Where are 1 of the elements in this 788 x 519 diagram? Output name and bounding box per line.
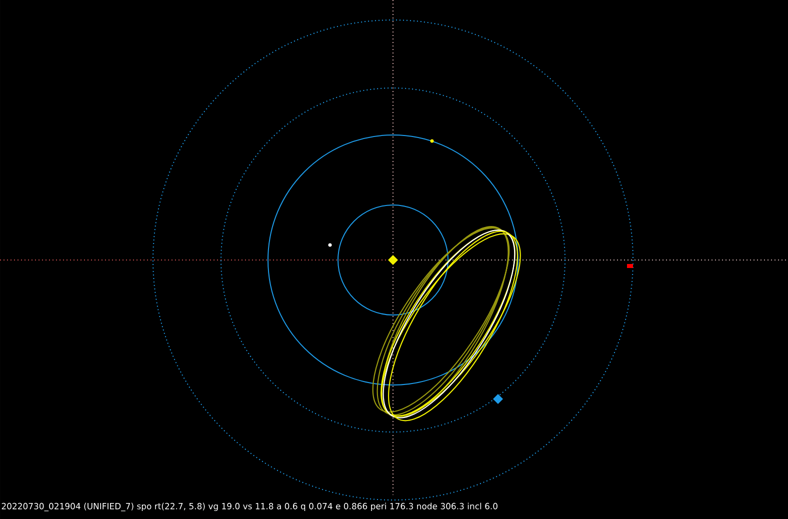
status-text: 20220730_021904 (UNIFIED_7) spo rt(22.7, 5.8) vg 19.0 vs 11.8 a 0.6 q 0.074 e 0.866 peri 176.3 node 306.3 incl 6.0	[2, 502, 498, 512]
